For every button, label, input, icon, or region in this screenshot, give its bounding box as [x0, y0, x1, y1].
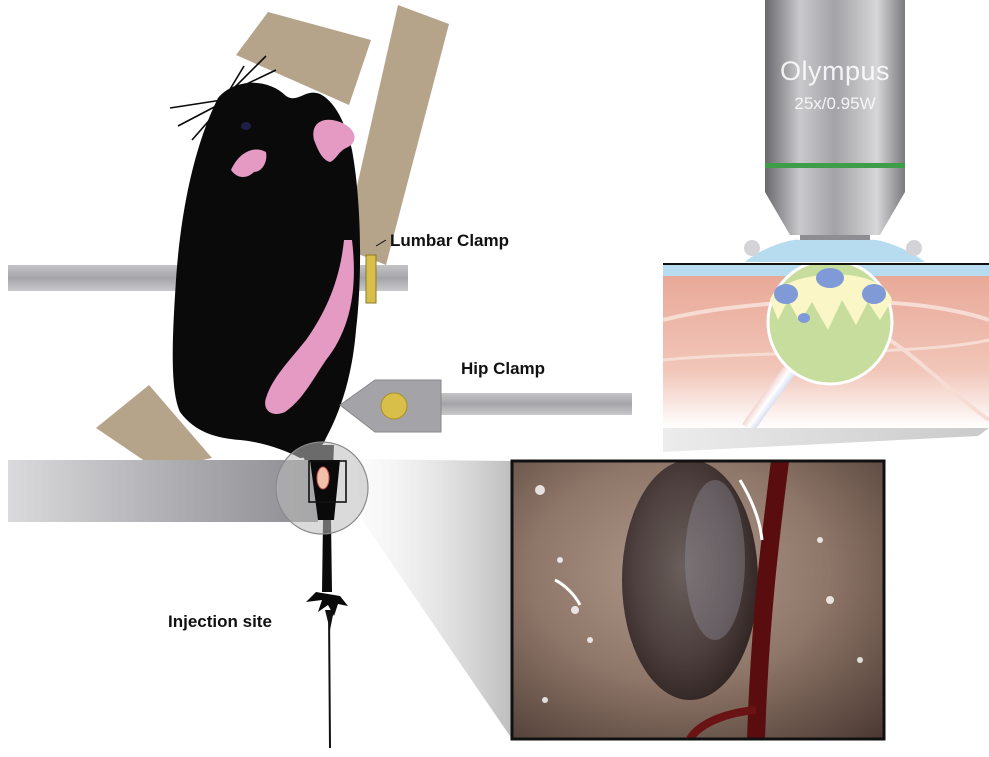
water-drop: [745, 240, 925, 262]
injection-site-label: Injection site: [168, 612, 272, 632]
photo-node-sheen: [685, 480, 745, 640]
follicle-2: [774, 284, 798, 304]
needle-hub: [325, 610, 334, 630]
follicle-1: [816, 268, 844, 288]
tissue-inset: [663, 260, 989, 428]
hip-clamp-screw: [381, 393, 407, 419]
hip-clamp-label: Hip Clamp: [461, 359, 545, 379]
mouse-eye: [241, 122, 251, 130]
water-bead-left: [744, 240, 760, 256]
objective-green-ring: [765, 163, 905, 168]
stage-platform: [8, 460, 318, 522]
lumbar-clamp-label: Lumbar Clamp: [390, 231, 509, 251]
objective-brand-label: Olympus: [765, 56, 905, 87]
hip-clamp: [340, 380, 632, 432]
objective-spec-label: 25x/0.95W: [765, 94, 905, 114]
node-mark: [317, 467, 329, 489]
objective-cone: [663, 428, 989, 452]
zoom-projection: [355, 459, 512, 739]
lumbar-clamp-block: [366, 255, 376, 303]
follicle-3: [862, 284, 886, 304]
injection-needle: [329, 610, 330, 748]
follicle-4: [798, 313, 810, 323]
objective-nose: [765, 192, 905, 235]
mouse-illustration: [170, 56, 360, 748]
microscope-objective-icon: [744, 0, 925, 262]
water-bead-right: [906, 240, 922, 256]
lymph-node-micrograph: [512, 460, 884, 739]
hip-bar: [438, 393, 632, 415]
